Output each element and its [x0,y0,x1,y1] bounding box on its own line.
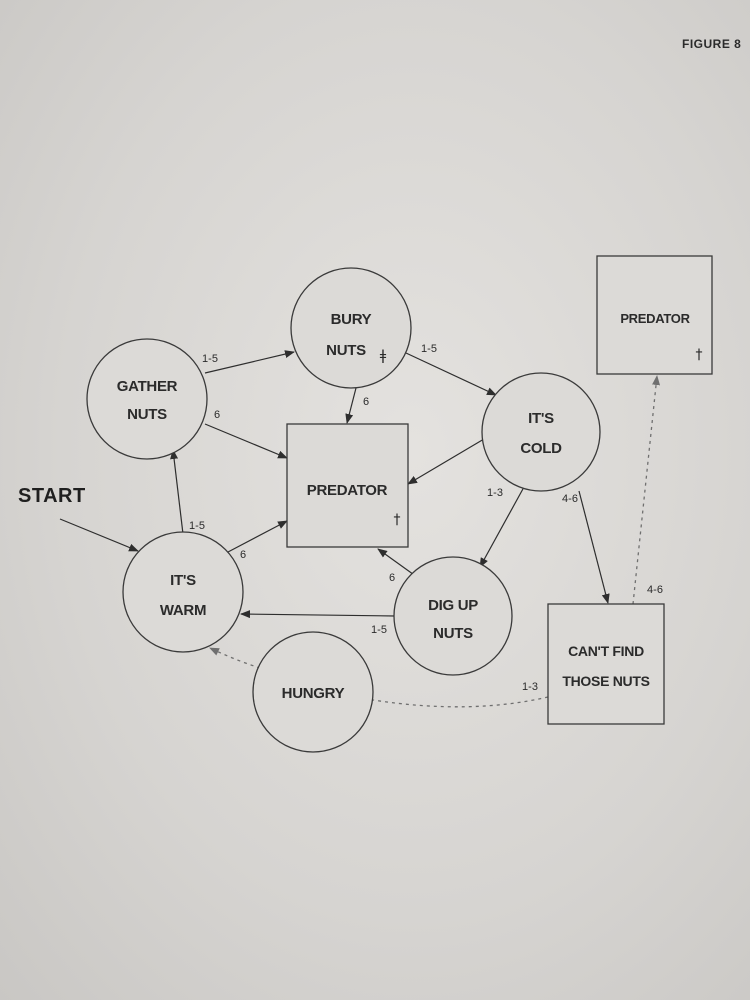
label-dig-to-predator: 6 [389,572,395,584]
edge-warm-to-gather [170,449,184,535]
gather-nuts-line-2: NUTS [127,406,167,423]
node-its-warm: IT'S WARM [122,531,244,653]
node-bury-nuts: BURY NUTS ǂ [290,267,412,389]
edge-gather-to-bury [204,350,295,374]
node-predator-right: PREDATOR † [596,255,713,375]
edge-gather-to-predator [204,423,288,459]
label-gather-to-bury: 1-5 [202,353,218,365]
cant-find-line-2: THOSE NUTS [562,673,649,689]
node-gather-nuts: GATHER NUTS [86,338,208,460]
predator-center-dagger: † [394,512,401,528]
edge-start-to-warm [59,518,139,552]
label-bury-to-cold: 1-5 [421,343,437,355]
edge-hungry-to-warm [209,647,261,669]
edge-bury-to-predator [345,387,357,424]
dig-up-nuts-line-1: DIG UP [428,597,478,614]
edge-dig-to-warm [240,610,396,619]
label-warm-to-gather: 1-5 [189,520,205,532]
edge-dig-to-predator [377,548,418,578]
dig-up-nuts-line-2: NUTS [433,625,473,642]
start-label: START [18,485,86,507]
label-cantfind-to-hungry: 1-3 [522,681,538,693]
edge-cantfind-to-predator [632,375,661,605]
edge-cantfind-to-hungry [372,696,549,708]
edge-cold-to-dig [479,486,525,568]
predator-center-label: PREDATOR [307,482,388,499]
node-its-cold: IT'S COLD [481,372,601,492]
label-cold-to-cantfind: 4-6 [562,493,578,505]
label-gather-to-predator: 6 [214,409,220,421]
hungry-label: HUNGRY [282,685,345,702]
edge-bury-to-cold [405,352,497,396]
predator-right-label: PREDATOR [620,311,690,326]
figure-label: FIGURE 8 [682,37,741,51]
edge-cold-to-cantfind [578,490,610,604]
label-warm-to-predator: 6 [240,549,246,561]
bury-nuts-line-1: BURY [331,311,372,328]
its-cold-line-2: COLD [520,440,562,457]
label-bury-to-predator: 6 [363,396,369,408]
its-warm-line-2: WARM [160,602,206,619]
node-dig-up-nuts: DIG UP NUTS [393,556,513,676]
node-cant-find-those-nuts: CAN'T FIND THOSE NUTS [547,603,665,725]
predator-right-dagger: † [696,347,703,363]
node-hungry: HUNGRY [252,631,374,753]
node-predator-center: PREDATOR † [286,423,409,548]
gather-nuts-line-1: GATHER [117,378,178,395]
bury-nuts-double-dagger: ǂ [380,348,387,364]
edge-warm-to-predator [227,520,288,553]
cant-find-line-1: CAN'T FIND [568,643,644,659]
its-cold-line-1: IT'S [528,410,554,427]
label-cantfind-to-predator: 4-6 [647,584,663,596]
edge-cold-to-predator [407,438,485,485]
label-cold-to-dig: 1-3 [487,487,503,499]
its-warm-line-1: IT'S [170,572,196,589]
label-dig-to-warm: 1-5 [371,624,387,636]
bury-nuts-line-2: NUTS [326,342,366,359]
